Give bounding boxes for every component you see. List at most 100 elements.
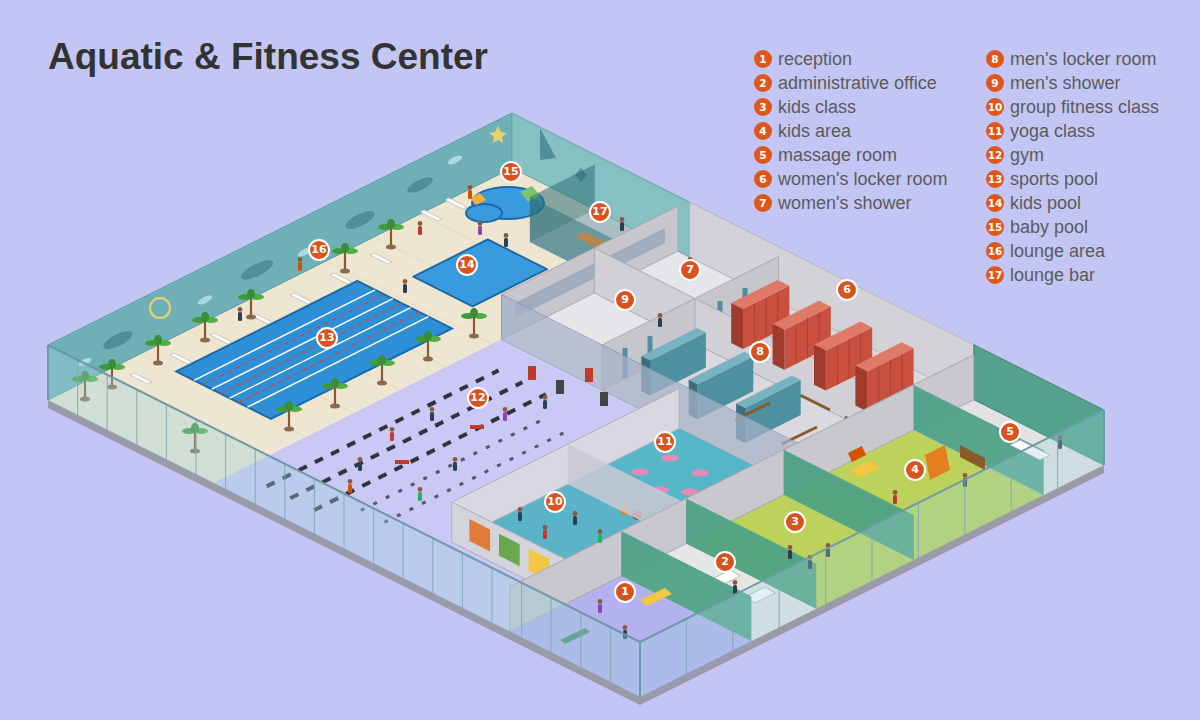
legend-item: 15 baby pool bbox=[986, 216, 1088, 238]
deck-furniture-part bbox=[332, 243, 358, 274]
legend-text: baby pool bbox=[1010, 216, 1088, 238]
legend-number: 4 bbox=[754, 122, 772, 140]
people-part bbox=[598, 599, 603, 613]
legend-item: 5 massage room bbox=[754, 144, 897, 166]
back-walls-part bbox=[197, 294, 214, 307]
deck-furniture-part bbox=[290, 293, 312, 304]
callout-number: 7 bbox=[679, 259, 701, 281]
callout-number: 1 bbox=[614, 581, 636, 603]
people-part bbox=[893, 490, 898, 504]
legend-item: 6women's locker room bbox=[754, 168, 948, 190]
people-part bbox=[453, 457, 458, 471]
legend-text: lounge bar bbox=[1010, 264, 1095, 286]
legend-number: 17 bbox=[986, 266, 1004, 284]
fitness-room-walls-part bbox=[691, 470, 709, 477]
deck-furniture-part bbox=[378, 219, 404, 250]
legend-item: 16lounge area bbox=[986, 240, 1105, 262]
back-walls-part bbox=[150, 298, 170, 318]
people-part bbox=[430, 407, 435, 421]
callout-number: 11 bbox=[654, 431, 676, 453]
people bbox=[238, 185, 1063, 639]
callout-number: 2 bbox=[714, 551, 736, 573]
callout-number: 15 bbox=[500, 161, 522, 183]
back-walls-part bbox=[447, 154, 464, 167]
front-glass-part bbox=[48, 345, 640, 697]
legend-item: 9men's shower bbox=[986, 72, 1120, 94]
legend-text: administrative office bbox=[778, 72, 937, 94]
front-glass-part bbox=[47, 345, 49, 400]
people-part bbox=[620, 217, 625, 231]
front-glass-part bbox=[48, 345, 640, 642]
deck-furniture-part bbox=[415, 331, 441, 362]
gym-equipment-part bbox=[600, 392, 608, 406]
legend-item: 3kids class bbox=[754, 96, 856, 118]
back-walls-part bbox=[540, 128, 556, 160]
back-walls-part bbox=[489, 126, 507, 143]
people-part bbox=[503, 407, 508, 421]
callout-number: 14 bbox=[456, 254, 478, 276]
callout-number: 12 bbox=[467, 387, 489, 409]
people-part bbox=[573, 511, 578, 525]
front-block-walls-part bbox=[925, 445, 950, 480]
people-part bbox=[478, 221, 483, 235]
front-glass-part bbox=[686, 433, 1057, 674]
callout-number: 9 bbox=[614, 289, 636, 311]
pools-part bbox=[203, 294, 420, 402]
legend-item: 13 sports pool bbox=[986, 168, 1098, 190]
people-part bbox=[543, 525, 548, 539]
people-part bbox=[598, 529, 603, 543]
callout-number: 3 bbox=[784, 511, 806, 533]
callout-number: 4 bbox=[904, 459, 926, 481]
floors bbox=[48, 168, 1104, 697]
legend-text: women's shower bbox=[778, 192, 912, 214]
front-block-walls-part bbox=[848, 446, 866, 462]
front-glass-part bbox=[639, 642, 641, 697]
legend-text: men's shower bbox=[1010, 72, 1120, 94]
legend-number: 13 bbox=[986, 170, 1004, 188]
people-part bbox=[348, 479, 353, 493]
diagram-title: Aquatic & Fitness Center bbox=[48, 38, 488, 75]
legend-number: 10 bbox=[986, 98, 1004, 116]
legend-item: 10 group fitness class bbox=[986, 96, 1159, 118]
people-part bbox=[298, 257, 303, 271]
legend-number: 15 bbox=[986, 218, 1004, 236]
fitness-room-walls-part bbox=[469, 519, 490, 551]
legend-text: massage room bbox=[778, 144, 897, 166]
legend-number: 5 bbox=[754, 146, 772, 164]
legend-number: 12 bbox=[986, 146, 1004, 164]
legend-text: group fitness class bbox=[1010, 96, 1159, 118]
legend-item: 11yoga class bbox=[986, 120, 1095, 142]
people-part bbox=[358, 457, 363, 471]
deck-furniture-part bbox=[192, 312, 218, 343]
deck-furniture-part bbox=[276, 401, 302, 432]
people-part bbox=[543, 395, 548, 409]
people-part bbox=[658, 313, 663, 327]
front-glass-part bbox=[640, 410, 1104, 642]
legend-text: kids area bbox=[778, 120, 851, 142]
legend-number: 6 bbox=[754, 170, 772, 188]
back-walls-part bbox=[405, 174, 435, 195]
legend-item: 17 lounge bar bbox=[986, 264, 1095, 286]
legend-number: 14 bbox=[986, 194, 1004, 212]
legend-item: 2administrative office bbox=[754, 72, 937, 94]
people-part bbox=[390, 427, 395, 441]
legend-number: 16 bbox=[986, 242, 1004, 260]
back-walls-part bbox=[48, 113, 512, 400]
fitness-room-walls-part bbox=[499, 534, 520, 566]
fitness-room-walls-part bbox=[661, 455, 679, 462]
gym-equipment-part bbox=[556, 380, 564, 394]
front-block-walls-part bbox=[960, 445, 985, 470]
people-part bbox=[504, 233, 509, 247]
deck-furniture-part bbox=[238, 289, 264, 320]
legend-text: reception bbox=[778, 48, 852, 70]
legend-item: 12gym bbox=[986, 144, 1044, 166]
front-block-walls-part bbox=[850, 460, 880, 478]
legend-text: kids class bbox=[778, 96, 856, 118]
deck-furniture-part bbox=[210, 333, 232, 344]
legend-item: 8men's locker room bbox=[986, 48, 1156, 70]
callout-number: 10 bbox=[544, 491, 566, 513]
front-glass-part bbox=[640, 410, 1104, 697]
back-walls-part bbox=[343, 207, 377, 232]
legend-text: sports pool bbox=[1010, 168, 1098, 190]
legend-text: yoga class bbox=[1010, 120, 1095, 142]
